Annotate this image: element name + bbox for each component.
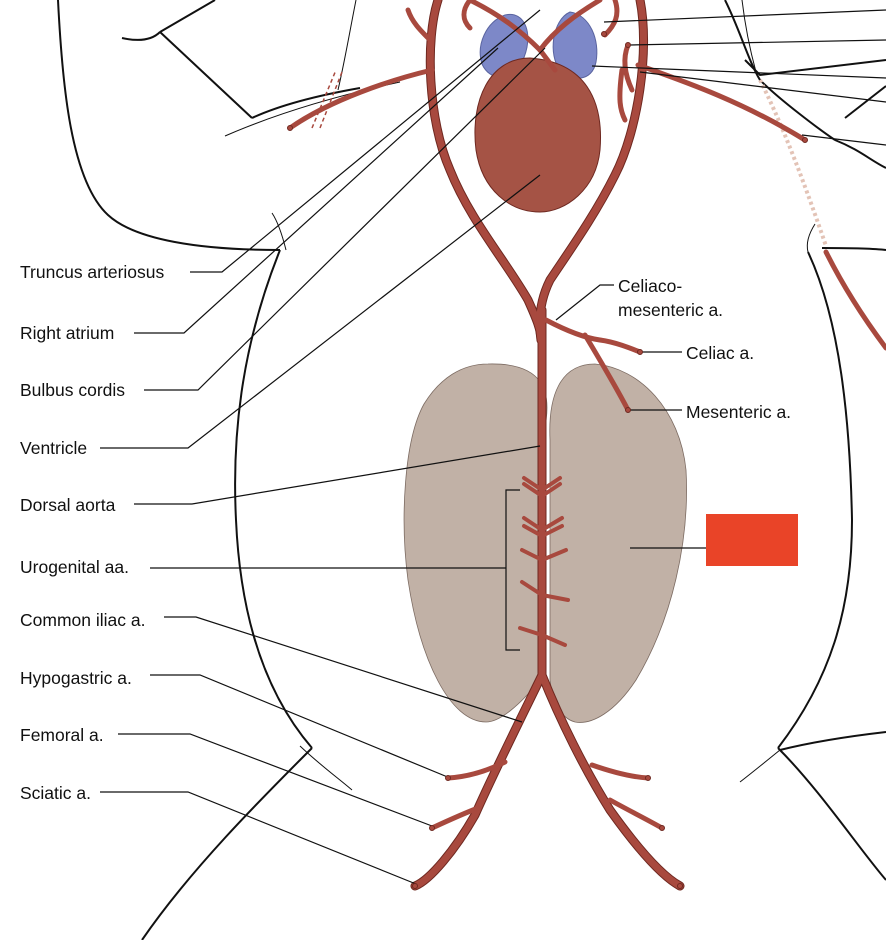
right-hip-line [739, 749, 781, 783]
left-upper-branch [405, 7, 433, 43]
hypogastric-leader [150, 674, 451, 779]
truncus-left-branch [467, 0, 543, 53]
right-upper-branch [602, 0, 620, 38]
heart [474, 11, 602, 213]
thin-outline [224, 0, 816, 791]
vessel-end-dot [637, 349, 643, 355]
right-leg-outline [779, 731, 886, 751]
label-celiac-a: Celiac a. [686, 343, 754, 363]
right-shoulder-outline [744, 59, 886, 251]
faded-vessel-left [311, 69, 343, 129]
celiac-vessel [597, 337, 643, 355]
right-common-iliac-vessel [538, 671, 684, 890]
top-right-leader-3 [591, 65, 886, 79]
right-atrium-leader [134, 47, 499, 334]
common-iliac-leader [164, 616, 523, 723]
label-dorsal-aorta: Dorsal aorta [20, 495, 116, 515]
arteries [287, 0, 886, 891]
left-carotid-loop [461, 0, 473, 31]
label-right-atrium: Right atrium [20, 323, 114, 343]
left-hip-line [299, 745, 353, 791]
femoral-leader [118, 733, 433, 827]
top-right-leader-1 [603, 9, 886, 23]
truncus-leader [190, 9, 541, 273]
vessel-end-dot [659, 825, 665, 831]
label-hypogastric-a: Hypogastric a. [20, 668, 132, 688]
right-femoral-vessel [607, 797, 665, 831]
vessel-end-dot [625, 42, 631, 48]
vessel-end-dot [802, 137, 808, 143]
urogenital-pair [520, 548, 568, 562]
label-mesenteric-a: Mesenteric a. [686, 402, 791, 422]
kidneys [403, 363, 687, 723]
label-celiacomesenteric-line2: mesenteric a. [618, 300, 723, 320]
label-bulbus-cordis: Bulbus cordis [20, 380, 125, 400]
label-common-iliac-a: Common iliac a. [20, 610, 145, 630]
celiacomesenteric-vessel [543, 317, 603, 343]
labels: Truncus arteriosus Right atrium Bulbus c… [20, 262, 791, 803]
label-urogenital-aa: Urogenital aa. [20, 557, 129, 577]
left-pectoral-line [271, 212, 287, 251]
top-right-leader-5 [801, 134, 886, 146]
bulbus-leader [144, 47, 546, 391]
vessel-end-dot [429, 825, 435, 831]
label-celiacomesenteric-line1: Celiaco- [618, 276, 682, 296]
urogenital-pair [522, 476, 562, 498]
urogenital-bracket [505, 489, 520, 651]
right-aortic-arch [536, 0, 648, 344]
vessel-end-dot [412, 883, 418, 889]
right-subclavian [635, 62, 808, 143]
left-hypogastric-vessel [445, 759, 508, 781]
ventricle-shape [474, 57, 602, 213]
mesenteric-vessel [582, 332, 631, 413]
label-femoral-a: Femoral a. [20, 725, 104, 745]
left-shoulder-outline [121, 0, 361, 119]
right-arm-vessel [823, 249, 886, 351]
urogenital-pair [518, 626, 567, 647]
label-sciatic-a: Sciatic a. [20, 783, 91, 803]
leader-lines [100, 9, 886, 885]
vessel-ends [287, 31, 808, 889]
faded-vessel-right [758, 79, 828, 247]
vessel-end-dot [645, 775, 651, 781]
left-kidney [403, 363, 548, 723]
celiacomesenteric-leader [555, 284, 614, 321]
right-hypogastric-vessel [589, 762, 651, 781]
top-right-leader-2 [629, 39, 886, 46]
vessel-end-dot [287, 125, 293, 131]
left-subclavian [287, 67, 435, 131]
ventricle-leader [100, 174, 541, 449]
urogenital-pair [520, 580, 570, 602]
top-right-leader-4 [639, 71, 886, 103]
right-pectoral-line [806, 223, 816, 253]
left-arm-outline [57, 0, 313, 940]
label-truncus-arteriosus: Truncus arteriosus [20, 262, 165, 282]
truncus-center [537, 47, 558, 73]
vessel-end-dot [445, 775, 451, 781]
vessel-end-dot [677, 883, 683, 889]
vessel-end-dot [625, 407, 631, 413]
label-ventricle: Ventricle [20, 438, 87, 458]
sciatic-leader [100, 791, 417, 885]
dorsal-aorta-leader [134, 445, 541, 505]
truncus-right-branch [537, 0, 603, 53]
upper-arm-line-right [741, 0, 757, 73]
right-kidney [549, 363, 687, 723]
left-femoral-vessel [429, 805, 481, 831]
vessel-end-dot [601, 31, 607, 37]
hidden-label-box[interactable] [706, 514, 798, 566]
right-carotid [617, 67, 628, 123]
urogenital-pair [522, 516, 564, 538]
upper-arm-line [337, 0, 357, 91]
right-arm-outline [724, 0, 886, 881]
left-aortic-arch [426, 0, 545, 344]
